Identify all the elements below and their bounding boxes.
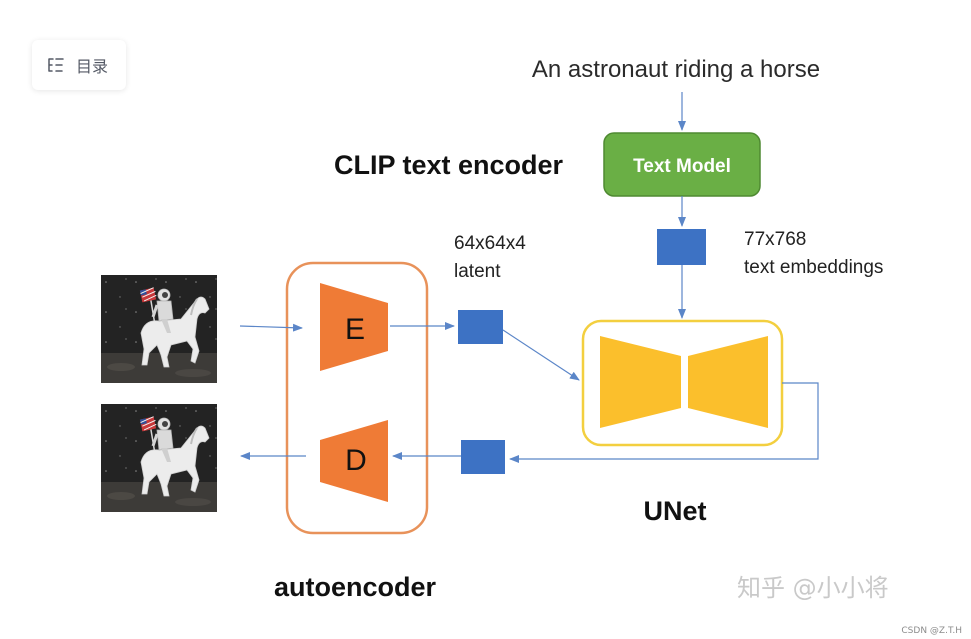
text-model-label: Text Model [633,156,731,177]
embedding-size-label: 77x768 [744,229,806,250]
prompt-text: An astronaut riding a horse [532,56,820,83]
embedding-name-label: text embeddings [744,257,883,278]
unet-down-shape [600,336,681,428]
zhihu-watermark: 知乎 @小小将 [737,574,889,602]
output-latent-block [461,440,505,474]
latent-block [458,310,503,344]
toc-button[interactable]: 目录 [32,40,126,90]
latent-size-label: 64x64x4 [454,233,526,254]
unet-title: UNet [643,496,706,526]
decoder-shape [320,420,388,502]
autoencoder-box [285,261,429,535]
toc-label: 目录 [76,57,109,76]
encoder-shape [320,283,388,371]
csdn-footer: CSDN @Z.T.H [901,626,962,636]
arrow-latent-to-unet [502,329,580,381]
encoder-label: E [345,313,365,346]
latent-name-label: latent [454,261,501,282]
clip-encoder-title: CLIP text encoder [334,150,564,180]
arrow-input-to-encoder [239,323,303,332]
unet-up-shape [688,336,768,428]
list-outline-icon [48,58,64,72]
input-image [99,273,219,385]
decoder-label: D [345,444,367,477]
text-embedding-block [657,229,706,265]
autoencoder-title: autoencoder [274,572,437,602]
output-image [99,402,219,514]
arrow-unet-to-output-latent [509,382,819,463]
